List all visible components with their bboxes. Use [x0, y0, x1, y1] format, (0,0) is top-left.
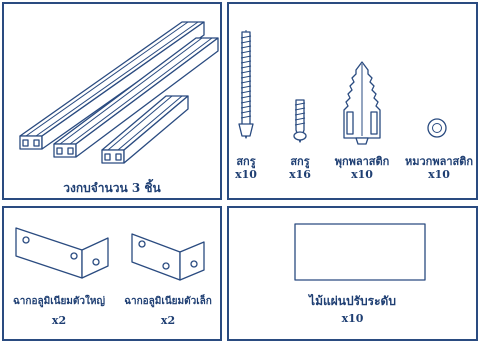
- wall-plug-qty: x10: [351, 168, 373, 181]
- shim-qty: x10: [341, 312, 364, 325]
- long-screw-label: สกรู: [236, 155, 256, 168]
- brackets-panel: ฉากอลูมิเนียมตัวใหญ่ x2 ฉากอลูมิเนียมตัว…: [2, 206, 222, 341]
- short-screw-qty: x16: [289, 168, 311, 181]
- frame-profiles-icon: [19, 21, 219, 164]
- large-bracket-qty: x2: [51, 314, 67, 327]
- hardware-panel: สกรู x10 สกรู x16 พุกพลาสติก x10 หมวกพลา…: [227, 2, 478, 200]
- large-aluminum-bracket-icon: [15, 227, 109, 279]
- short-screw-label: สกรู: [290, 155, 310, 168]
- shim-label: ไม้แผ่นปรับระดับ: [309, 294, 396, 308]
- long-screw-qty: x10: [235, 168, 257, 181]
- long-screw-icon: [238, 30, 254, 139]
- large-bracket-label: ฉากอลูมิเนียมตัวใหญ่: [12, 296, 106, 307]
- plastic-cap-qty: x10: [428, 168, 450, 181]
- frames-label: วงกบจำนวน 3 ชิ้น: [63, 181, 161, 195]
- small-aluminum-bracket-icon: [131, 233, 205, 281]
- plastic-cap-icon: [427, 118, 447, 138]
- small-bracket-qty: x2: [160, 314, 176, 327]
- small-bracket-label: ฉากอลูมิเนียมตัวเล็ก: [124, 296, 212, 307]
- wall-plug-icon: [343, 61, 381, 145]
- shim-panel: ไม้แผ่นปรับระดับ x10: [227, 206, 478, 341]
- short-screw-icon: [293, 99, 307, 143]
- frames-panel: วงกบจำนวน 3 ชิ้น: [2, 2, 222, 200]
- plastic-cap-label: หมวกพลาสติก: [404, 155, 474, 168]
- wall-plug-label: พุกพลาสติก: [334, 155, 390, 168]
- leveling-shim-icon: [294, 223, 426, 281]
